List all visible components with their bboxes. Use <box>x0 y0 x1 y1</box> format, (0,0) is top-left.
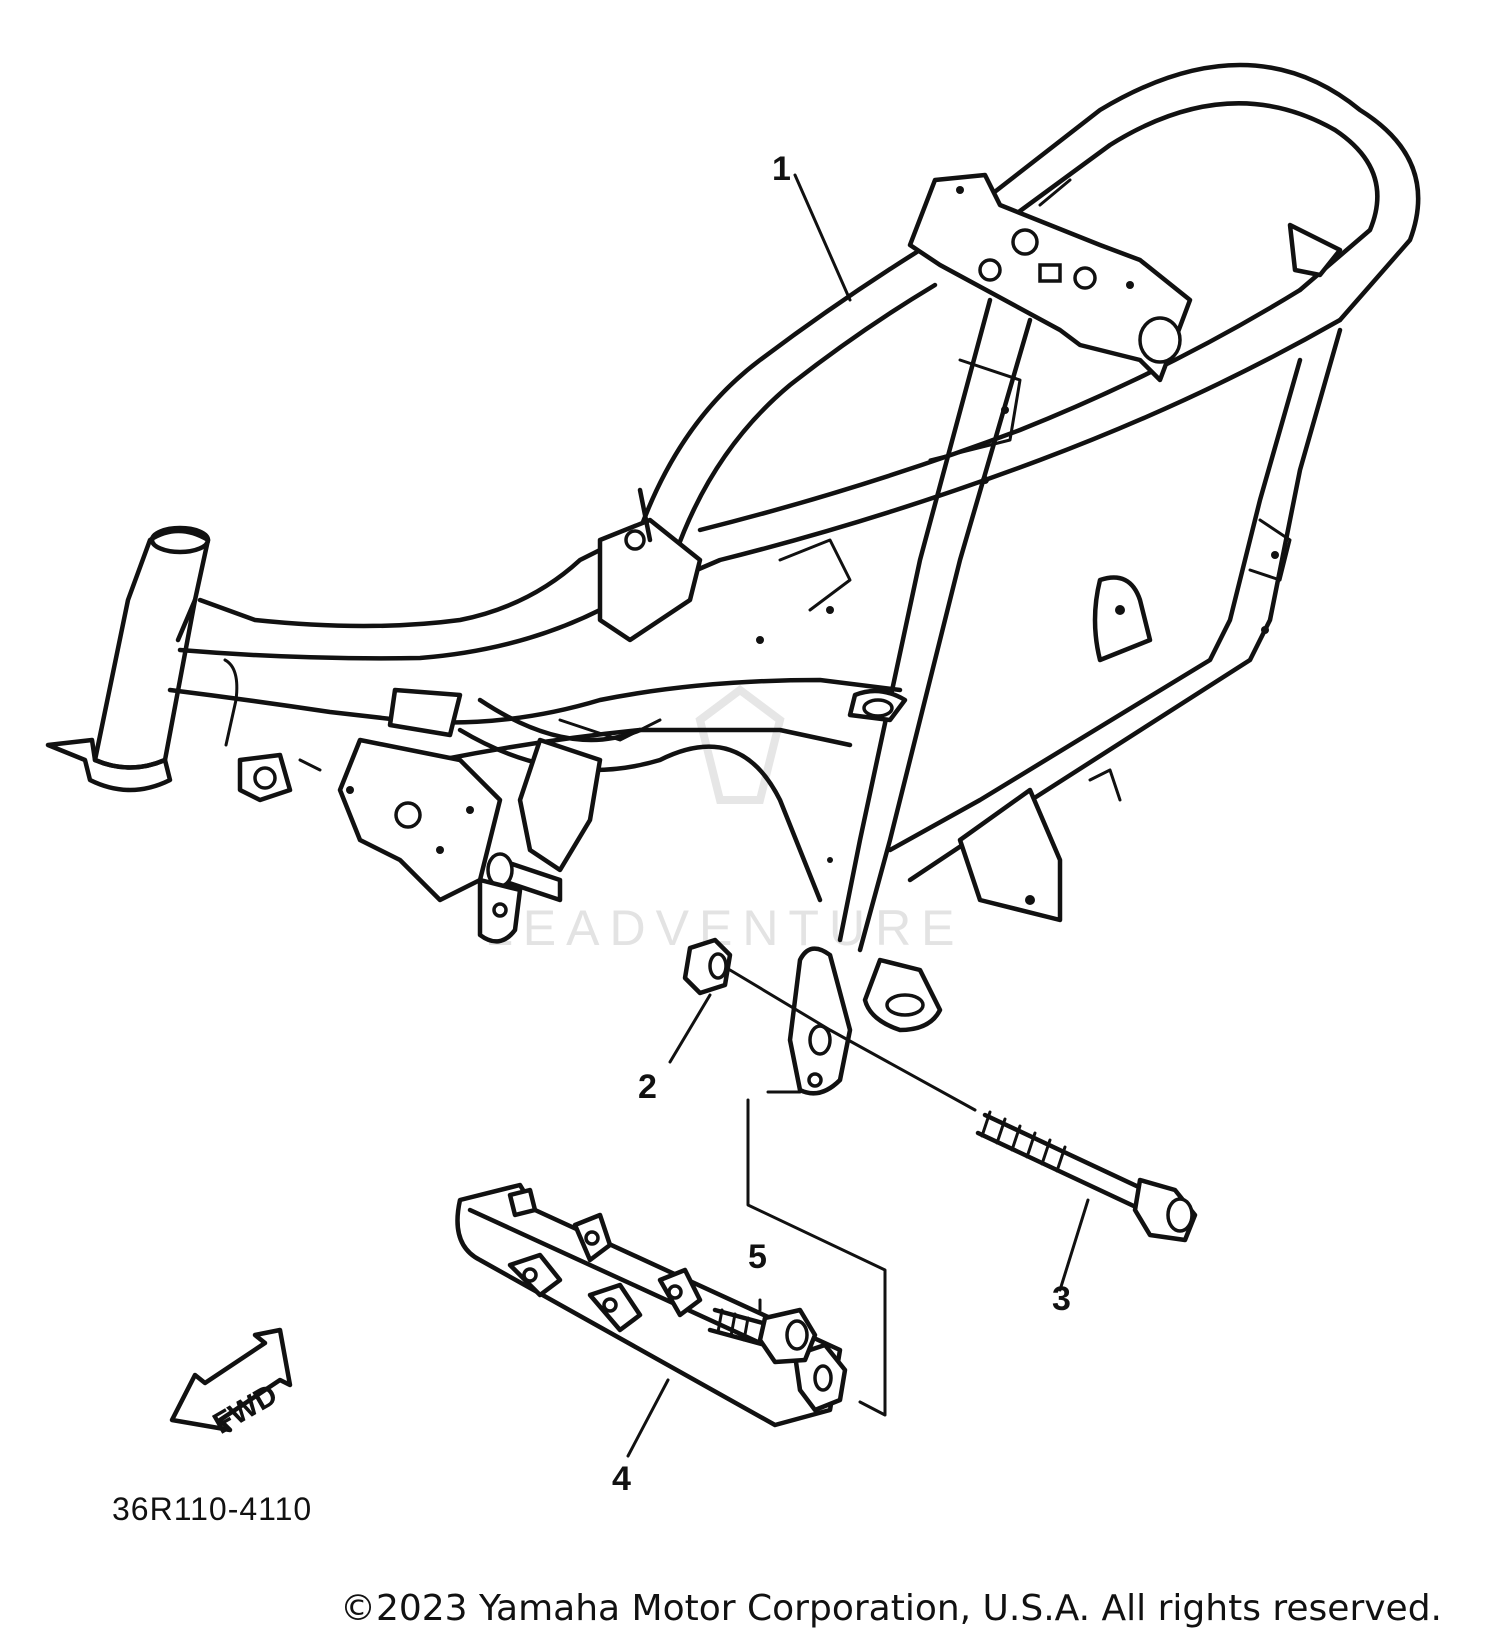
callout-5: 5 <box>748 1238 767 1276</box>
callout-1: 1 <box>772 150 791 188</box>
diagram-part-number: 36R110-4110 <box>112 1491 312 1527</box>
leader-lines <box>626 173 1090 1458</box>
part-1-frame[interactable] <box>45 62 1421 1096</box>
fwd-arrow: FWD <box>169 1327 293 1441</box>
copyright-notice: ©2023 Yamaha Motor Corporation, U.S.A. A… <box>339 1588 1442 1629</box>
callout-4: 4 <box>612 1460 631 1498</box>
part-5-bolt[interactable] <box>707 1307 818 1365</box>
watermark: LEADVENTURE <box>485 685 955 956</box>
part-4-bracket[interactable] <box>455 1182 848 1428</box>
part-3-bolt[interactable] <box>975 1110 1198 1243</box>
callout-numbers: 1 2 3 4 5 <box>612 150 1071 1498</box>
callout-3: 3 <box>1052 1280 1071 1318</box>
part-2-nut[interactable] <box>682 937 733 996</box>
callout-2: 2 <box>638 1068 657 1106</box>
